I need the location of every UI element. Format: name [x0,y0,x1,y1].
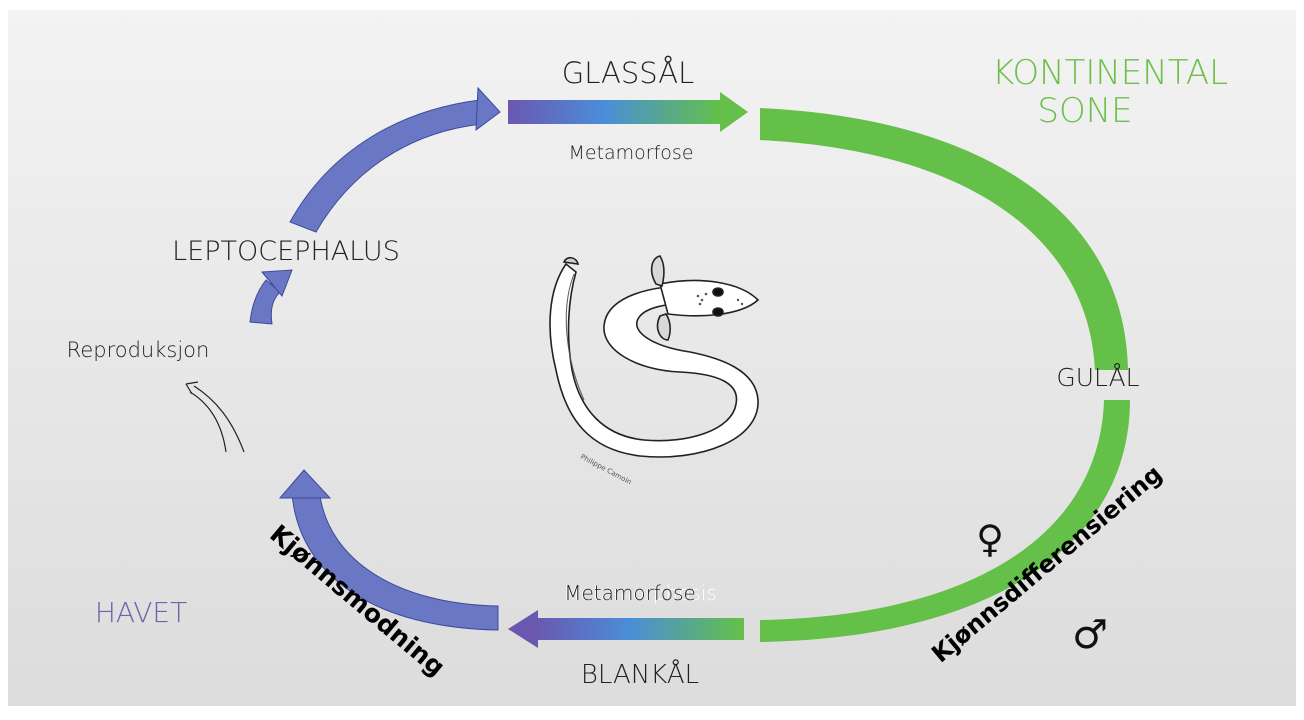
leptocephalus-label: LEPTOCEPHALUS [172,236,400,267]
metamorfose-bottom-label: Metamorfose [564,581,696,605]
metamorfose-top-label: Metamorfose [568,142,693,164]
gulal-label: GULÅL [1056,363,1139,392]
havet-label: HAVET [95,596,187,629]
kontinental-label-line2: SONE [1037,91,1132,131]
reproduksjon-label: Reproduksjon [67,338,210,362]
male-symbol: ♂ [1072,612,1108,658]
glassal-label: GLASSÅL [562,56,694,90]
kontinental-label-line1: KONTINENTAL [992,53,1228,93]
blankal-label: BLANKÅL [581,657,699,690]
female-symbol: ♀ [976,517,1004,561]
